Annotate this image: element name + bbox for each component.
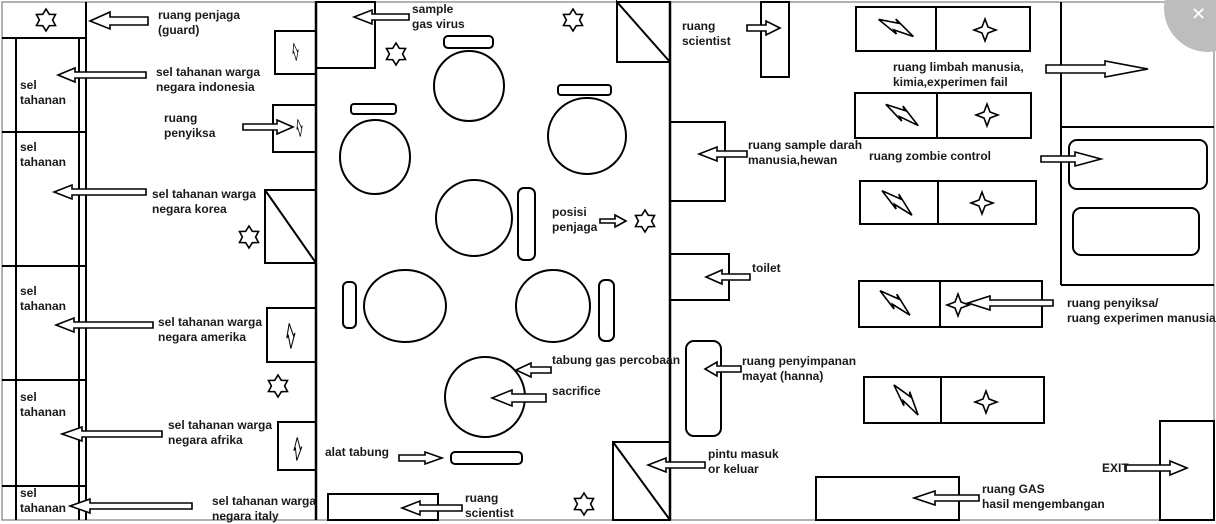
guard-position-label: posisi penjaga bbox=[552, 205, 598, 234]
toilet-label: toilet bbox=[752, 261, 781, 275]
arrow-icons bbox=[51, 8, 1190, 517]
exit-label: EXIT bbox=[1102, 461, 1129, 475]
arrow-icon bbox=[911, 489, 980, 507]
zombie-control-label: ruang zombie control bbox=[869, 149, 992, 163]
arrow-icon bbox=[1045, 60, 1149, 78]
right-wing bbox=[669, 1, 1215, 521]
sample-gas-label: sample gas virus bbox=[412, 2, 465, 31]
cell-korea-label: sel tahanan warga negara korea bbox=[152, 187, 257, 216]
lightning-icons bbox=[280, 16, 928, 462]
close-icon: ✕ bbox=[1191, 4, 1207, 25]
cell-label-3: sel tahanan bbox=[20, 284, 67, 313]
torture-room-label: ruang penyiksa bbox=[164, 111, 216, 140]
cell-label-1: sel tahanan bbox=[20, 78, 67, 107]
middle-hall bbox=[315, 0, 671, 521]
blood-sample-room-label: ruang sample darah manusia,hewan bbox=[748, 138, 863, 167]
left-wing bbox=[2, 2, 317, 520]
guard-room-label: ruang penjaga (guard) bbox=[158, 8, 241, 37]
arrow-icon bbox=[704, 268, 751, 286]
arrow-icon bbox=[399, 499, 463, 517]
sacrifice-label: sacrifice bbox=[552, 384, 601, 398]
arrow-icon bbox=[703, 360, 742, 378]
gas-room-label: ruang GAS hasil mengembangan bbox=[982, 482, 1105, 511]
arrow-icon bbox=[1125, 459, 1190, 477]
experiment-room-label: ruang penyiksa/ ruang experimen manusia bbox=[1067, 296, 1216, 325]
arrow-icon bbox=[398, 450, 445, 466]
arrow-icon bbox=[514, 361, 552, 379]
arrow-icon bbox=[87, 10, 149, 31]
cell-indonesia-label: sel tahanan warga negara indonesia bbox=[156, 65, 261, 94]
arrow-icon bbox=[645, 456, 706, 474]
arrow-icon bbox=[599, 213, 628, 229]
scientist-room-top-label: ruang scientist bbox=[682, 19, 731, 48]
arrow-icon bbox=[55, 66, 147, 84]
arrow-icon bbox=[696, 145, 748, 163]
cell-italy-label: sel tahanan warga negara italy bbox=[212, 494, 317, 523]
arrow-icon bbox=[746, 19, 782, 37]
cell-label-4: sel tahanan bbox=[20, 390, 67, 419]
cell-amerika-label: sel tahanan warga negara amerika bbox=[158, 315, 263, 344]
arrow-icon bbox=[53, 316, 154, 334]
tube-tool-label: alat tabung bbox=[325, 445, 390, 459]
arrow-icon bbox=[1040, 150, 1105, 168]
scientist-room-bottom-label: ruang scientist bbox=[465, 491, 514, 520]
cell-label-2: sel tahanan bbox=[20, 140, 67, 169]
cell-afrika-label: sel tahanan warga negara afrika bbox=[168, 418, 273, 447]
arrow-icon bbox=[59, 425, 163, 443]
entrance-label: pintu masuk or keluar bbox=[708, 447, 779, 476]
cell-label-5: sel tahanan bbox=[20, 486, 67, 515]
arrow-icon bbox=[67, 497, 193, 515]
corpse-storage-label: ruang penyimpanan mayat (hanna) bbox=[742, 354, 857, 383]
arrow-icon bbox=[51, 183, 147, 201]
arrow-icon bbox=[351, 8, 410, 26]
gas-tube-label: tabung gas percobaan bbox=[552, 353, 681, 367]
arrow-icon bbox=[965, 294, 1054, 312]
arrow-icon bbox=[489, 388, 547, 408]
arrow-icon bbox=[242, 118, 295, 136]
waste-room-label: ruang limbah manusia, kimia,experimen fa… bbox=[893, 60, 1024, 89]
